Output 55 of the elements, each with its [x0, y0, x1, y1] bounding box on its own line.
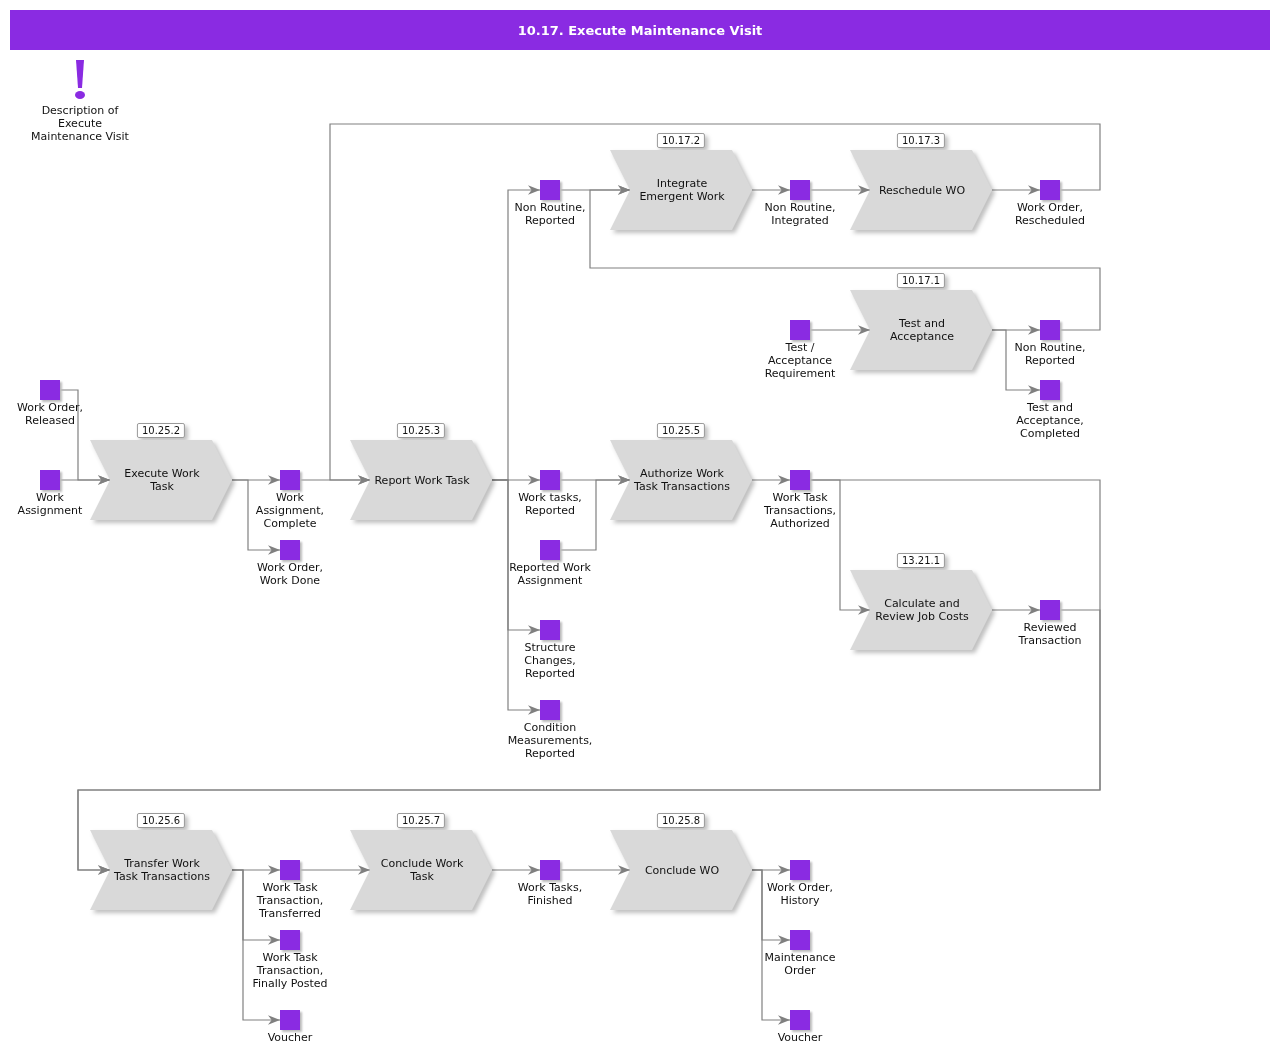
event-label: Work Assignment [16, 491, 84, 517]
arrow [231, 869, 281, 1025]
event-label: Reviewed Transaction [1017, 621, 1083, 647]
process-label: Conclude Work Task [379, 857, 465, 883]
event-label: Non Routine, Reported [1013, 341, 1087, 367]
event-label: Work Task Transactions, Authorized [762, 491, 838, 530]
event-label: Work Order, History [765, 881, 835, 907]
arrow [991, 605, 1041, 615]
process-label: Calculate and Review Job Costs [874, 597, 970, 623]
arrow [491, 479, 541, 715]
arrow [991, 329, 1041, 395]
event-label: Work Task Transaction, Finally Posted [251, 951, 329, 990]
process-number: 10.17.3 [896, 133, 946, 148]
event-label: Test and Acceptance, Completed [1015, 401, 1085, 440]
event-label: Work tasks, Reported [517, 491, 583, 517]
arrow [751, 475, 791, 485]
process-label: Test and Acceptance [889, 317, 955, 343]
event-label: Maintenance Order [763, 951, 837, 977]
event-label: Work Order, Work Done [255, 561, 325, 587]
process-number: 10.17.2 [656, 133, 706, 148]
process-number: 10.25.8 [656, 813, 706, 828]
process-label: Report Work Task [374, 473, 470, 487]
process-label: Conclude WO [644, 863, 720, 877]
event-label: Work Order, Released [15, 401, 85, 427]
arrow [751, 185, 791, 195]
event-label: Work Task Transaction, Transferred [255, 881, 325, 920]
process-number: 10.17.1 [896, 273, 946, 288]
event-label: Test / Acceptance Requirement [763, 341, 837, 380]
process-label: Reschedule WO [878, 183, 966, 197]
arrow [751, 869, 791, 1025]
event-label: Work Order, Rescheduled [1013, 201, 1087, 227]
process-number: 10.25.7 [396, 813, 446, 828]
process-label: Transfer Work Task Transactions [113, 857, 211, 883]
title-bar: 10.17. Execute Maintenance Visit [10, 10, 1270, 50]
arrow [491, 865, 541, 875]
process-label: Authorize Work Task Transactions [633, 467, 731, 493]
event-label: Non Routine, Integrated [763, 201, 837, 227]
event-label: Work Assignment, Complete [254, 491, 326, 530]
arrow [991, 185, 1041, 195]
arrow [231, 479, 281, 555]
event-label: Voucher [777, 1031, 823, 1044]
event-label: Non Routine, Reported [513, 201, 587, 227]
event-label: Reported Work Assignment [508, 561, 592, 587]
process-label: Execute Work Task [123, 467, 201, 493]
event-label: Structure Changes, Reported [523, 641, 577, 680]
process-label: Integrate Emergent Work [638, 177, 726, 203]
event-label: Work Tasks, Finished [516, 881, 584, 907]
process-number: 13.21.1 [896, 553, 946, 568]
process-number: 10.25.2 [136, 423, 186, 438]
process-number: 10.25.5 [656, 423, 706, 438]
description-label: Description of Execute Maintenance Visit [30, 104, 130, 143]
event-label: Voucher [267, 1031, 313, 1044]
process-number: 10.25.3 [396, 423, 446, 438]
event-label: Condition Measurements, Reported [506, 721, 594, 760]
process-number: 10.25.6 [136, 813, 186, 828]
